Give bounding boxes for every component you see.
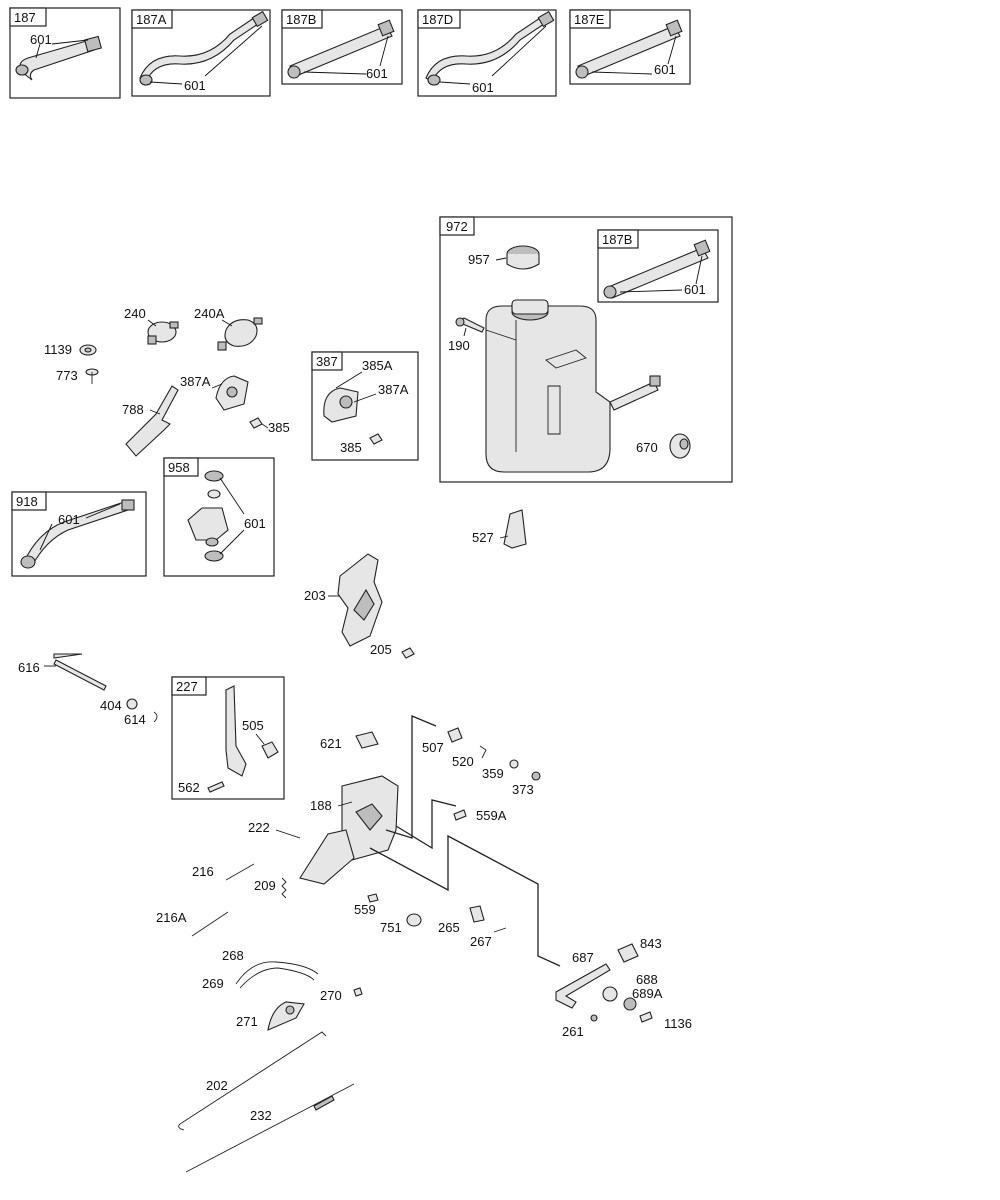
control-plate-group: 621 188 222 507 520 359 373 559A 216 216… bbox=[156, 715, 561, 967]
label-601: 601 bbox=[244, 516, 266, 531]
label-373: 373 bbox=[512, 782, 534, 797]
label-601: 601 bbox=[472, 80, 494, 95]
inset-187A: 187A 601 bbox=[131, 9, 271, 97]
label-1139: 1139 bbox=[44, 342, 72, 357]
inset-187A-tag: 187A bbox=[136, 12, 167, 27]
part-616-group: 616 404 614 bbox=[18, 653, 158, 727]
label-385: 385 bbox=[340, 440, 362, 455]
inset-187E: 187E 601 bbox=[569, 9, 691, 85]
label-240A: 240A bbox=[194, 306, 225, 321]
label-505: 505 bbox=[242, 718, 264, 733]
part-240-group: 240 240A bbox=[124, 306, 263, 351]
label-240: 240 bbox=[124, 306, 146, 321]
label-216: 216 bbox=[192, 864, 214, 879]
inset-972: 972 957 187B 601 190 670 bbox=[439, 216, 733, 483]
label-751: 751 bbox=[380, 920, 402, 935]
label-559: 559 bbox=[354, 902, 376, 917]
label-387A: 387A bbox=[180, 374, 211, 389]
inset-918-tag: 918 bbox=[16, 494, 38, 509]
label-269: 269 bbox=[202, 976, 224, 991]
label-688: 688 bbox=[636, 972, 658, 987]
rod-202-group: 202 232 bbox=[178, 1031, 355, 1173]
label-957: 957 bbox=[468, 252, 490, 267]
label-385A: 385A bbox=[362, 358, 393, 373]
inset-918: 918 601 bbox=[11, 491, 147, 577]
label-271: 271 bbox=[236, 1014, 258, 1029]
inset-187B-top: 187B 601 bbox=[281, 9, 403, 85]
label-216A: 216A bbox=[156, 910, 187, 925]
cable-268-group: 268 269 270 271 bbox=[202, 948, 363, 1031]
inset-187D-tag: 187D bbox=[422, 12, 453, 27]
label-601: 601 bbox=[58, 512, 80, 527]
inset-187: 187 601 bbox=[9, 7, 121, 99]
label-190: 190 bbox=[448, 338, 470, 353]
label-562: 562 bbox=[178, 780, 200, 795]
label-205: 205 bbox=[370, 642, 392, 657]
inset-227: 227 505 562 bbox=[171, 676, 285, 800]
label-601: 601 bbox=[184, 78, 206, 93]
label-601: 601 bbox=[654, 62, 676, 77]
label-359: 359 bbox=[482, 766, 504, 781]
label-1136: 1136 bbox=[664, 1016, 692, 1031]
label-209: 209 bbox=[254, 878, 276, 893]
label-614: 614 bbox=[124, 712, 146, 727]
bracket-687-group: 687 843 688 689A 1136 261 bbox=[555, 936, 692, 1039]
inset-187B-inner-tag: 187B bbox=[602, 232, 632, 247]
label-687: 687 bbox=[572, 950, 594, 965]
label-601: 601 bbox=[684, 282, 706, 297]
label-616: 616 bbox=[18, 660, 40, 675]
label-188: 188 bbox=[310, 798, 332, 813]
inset-387-tag: 387 bbox=[316, 354, 338, 369]
label-773: 773 bbox=[56, 368, 78, 383]
label-265: 265 bbox=[438, 920, 460, 935]
part-203-group: 203 205 bbox=[304, 553, 415, 659]
label-203: 203 bbox=[304, 588, 326, 603]
inset-387: 387 385A 387A 385 bbox=[311, 351, 419, 461]
label-387A: 387A bbox=[378, 382, 409, 397]
label-670: 670 bbox=[636, 440, 658, 455]
inset-958: 958 601 bbox=[163, 457, 275, 577]
label-601: 601 bbox=[30, 32, 52, 47]
label-222: 222 bbox=[248, 820, 270, 835]
label-385: 385 bbox=[268, 420, 290, 435]
label-268: 268 bbox=[222, 948, 244, 963]
label-689A: 689A bbox=[632, 986, 663, 1001]
part-1139-773-group: 1139 773 bbox=[44, 342, 99, 384]
label-559A: 559A bbox=[476, 808, 507, 823]
inset-187B-tag: 187B bbox=[286, 12, 316, 27]
label-527: 527 bbox=[472, 530, 494, 545]
label-621: 621 bbox=[320, 736, 342, 751]
label-788: 788 bbox=[122, 402, 144, 417]
inset-187E-tag: 187E bbox=[574, 12, 605, 27]
label-270: 270 bbox=[320, 988, 342, 1003]
label-843: 843 bbox=[640, 936, 662, 951]
label-601: 601 bbox=[366, 66, 388, 81]
inset-958-tag: 958 bbox=[168, 460, 190, 475]
label-267: 267 bbox=[470, 934, 492, 949]
label-404: 404 bbox=[100, 698, 122, 713]
part-788-group: 788 387A 385 bbox=[122, 374, 290, 457]
label-507: 507 bbox=[422, 740, 444, 755]
label-261: 261 bbox=[562, 1024, 584, 1039]
inset-227-tag: 227 bbox=[176, 679, 198, 694]
label-202: 202 bbox=[206, 1078, 228, 1093]
inset-187-tag: 187 bbox=[14, 10, 36, 25]
inset-972-tag: 972 bbox=[446, 219, 468, 234]
part-527-group: 527 bbox=[472, 509, 527, 549]
label-520: 520 bbox=[452, 754, 474, 769]
inset-187D: 187D 601 bbox=[417, 9, 557, 97]
label-232: 232 bbox=[250, 1108, 272, 1123]
